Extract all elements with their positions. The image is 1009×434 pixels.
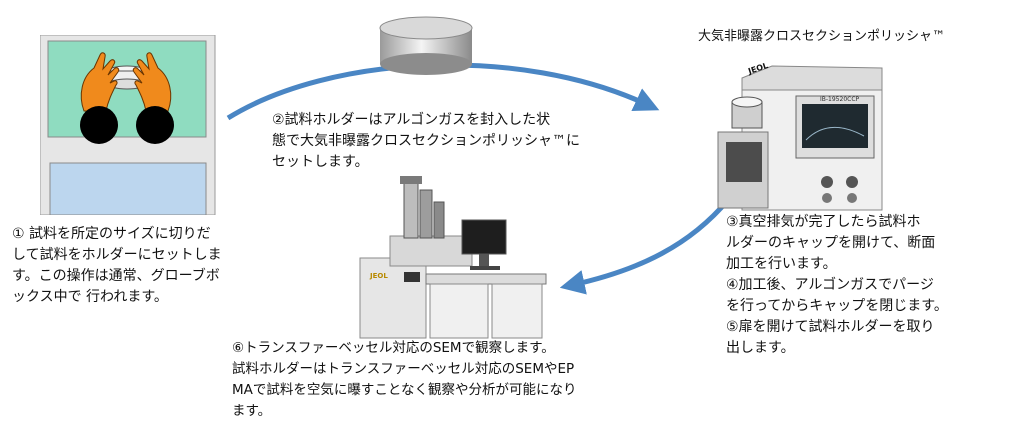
glove-port-left — [80, 106, 118, 144]
step-6-text: ⑥トランスファーベッセル対応のSEMで観察します。 試料ホルダーはトランスファー… — [232, 340, 577, 419]
step-3-5-text: ③真空排気が完了したら試料ホ ルダーのキャップを開けて、断面 加工を行います。 … — [726, 214, 948, 356]
polisher-title: 大気非曝露クロスセクションポリッシャ™ — [698, 29, 946, 44]
polisher-screen — [802, 104, 868, 148]
glovebox-lower-panel — [49, 162, 207, 215]
arrow-to-sem — [559, 198, 730, 295]
step-2-text: ②試料ホルダーはアルゴンガスを封入した状 態で大気非曝露クロスセクションポリッシ… — [272, 112, 580, 170]
glovebox-illustration — [40, 35, 216, 215]
polisher-illustration — [712, 62, 884, 212]
sem-brand-label: JEOL — [370, 272, 388, 280]
polisher-door — [726, 142, 762, 182]
step-1-text: ① 試料を所定のサイズに切りだ して試料をホルダーにセットしま す。この操作は通… — [12, 226, 222, 305]
sample-holder-illustration — [378, 14, 474, 78]
sem-illustration — [352, 172, 548, 340]
glove-port-right — [136, 106, 174, 144]
polisher-model-label: IB-19520CCP — [820, 96, 860, 103]
